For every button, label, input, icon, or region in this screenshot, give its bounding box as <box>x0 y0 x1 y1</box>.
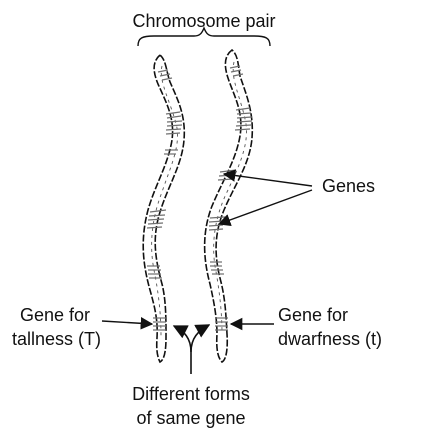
allele-fork-pointer <box>172 324 211 374</box>
right-gene-label-line1: Gene for <box>278 305 348 325</box>
genes-arrow-upper <box>222 169 313 187</box>
title-label: Chromosome pair <box>132 11 275 31</box>
bottom-label-line1: Different forms <box>132 384 250 404</box>
bottom-label-line2: of same gene <box>136 408 245 428</box>
left-chromatid-line <box>151 65 178 337</box>
left-chromosome-bands <box>146 69 183 331</box>
right-chromosome-bands <box>208 65 253 331</box>
pair-brace <box>137 26 271 47</box>
left-gene-label-line2: tallness (T) <box>12 329 101 349</box>
tallness-arrow <box>101 317 154 330</box>
left-chromosome-outline <box>142 53 186 364</box>
right-gene-label-line2: dwarfness (t) <box>278 329 382 349</box>
genes-arrow-lower <box>217 189 313 227</box>
right-chromosome-outline <box>203 48 254 363</box>
left-gene-label-line1: Gene for <box>20 305 90 325</box>
right-chromatid-line <box>213 61 247 335</box>
genes-label: Genes <box>322 176 375 196</box>
